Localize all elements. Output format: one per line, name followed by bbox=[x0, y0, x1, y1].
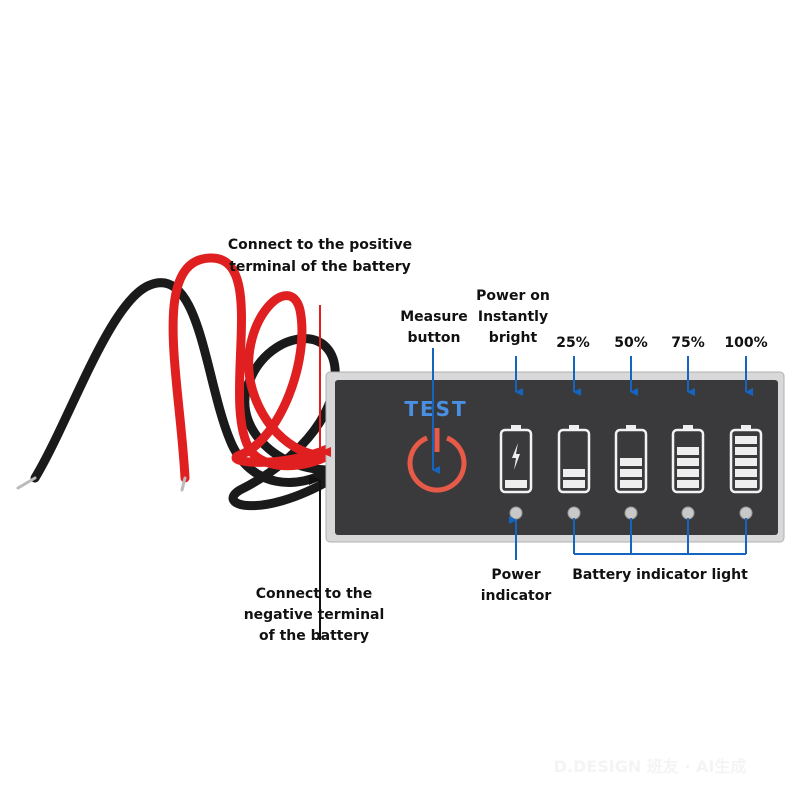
battery-segment bbox=[563, 469, 585, 477]
label-25: 25% bbox=[556, 335, 590, 351]
battery-segment bbox=[735, 447, 757, 455]
battery-cap bbox=[626, 425, 636, 429]
label-100: 100% bbox=[724, 335, 767, 351]
indicator-led bbox=[681, 506, 695, 520]
lightning-icon bbox=[512, 443, 520, 470]
measure-label-line1: Measure bbox=[400, 309, 468, 325]
battery-body bbox=[499, 428, 533, 494]
battery-icon-1 bbox=[499, 425, 533, 520]
measure-button[interactable] bbox=[407, 428, 467, 493]
battery-segment bbox=[677, 458, 699, 466]
battery-segment bbox=[677, 447, 699, 455]
red-wire-tip bbox=[180, 476, 187, 492]
battery-body bbox=[557, 428, 591, 494]
battery-segment bbox=[620, 469, 642, 477]
test-label: TEST bbox=[404, 397, 467, 421]
label-75: 75% bbox=[671, 335, 705, 351]
battery-segment bbox=[735, 436, 757, 444]
top-arrows bbox=[515, 356, 753, 396]
battery-icon-2 bbox=[557, 425, 591, 520]
battery-icon-3 bbox=[614, 425, 648, 520]
measure-label-line2: button bbox=[408, 330, 461, 346]
positive-label-line2: terminal of the battery bbox=[229, 259, 411, 275]
battery-indicator-bracket bbox=[573, 518, 747, 555]
battery-body bbox=[671, 428, 705, 494]
negative-label-line1: Connect to the bbox=[256, 586, 373, 602]
battery-indicator-label: Battery indicator light bbox=[572, 567, 748, 583]
positive-label-line1: Connect to the positive bbox=[228, 237, 412, 253]
battery-icons bbox=[499, 425, 763, 520]
indicator-led bbox=[509, 506, 523, 520]
battery-segment bbox=[735, 458, 757, 466]
power-on-label-line1: Power on bbox=[476, 288, 550, 304]
power-indicator-label-line2: indicator bbox=[481, 588, 552, 604]
battery-cap bbox=[511, 425, 521, 429]
battery-segment bbox=[620, 480, 642, 488]
red-wire bbox=[168, 253, 335, 483]
battery-segment bbox=[735, 480, 757, 488]
wires bbox=[16, 253, 345, 511]
battery-body bbox=[729, 428, 763, 494]
power-on-label-line3: bright bbox=[489, 330, 538, 346]
battery-segment bbox=[677, 480, 699, 488]
power-indicator-label-line1: Power bbox=[491, 567, 540, 583]
battery-segment bbox=[735, 469, 757, 477]
indicator-led bbox=[624, 506, 638, 520]
power-ring-icon bbox=[407, 435, 467, 493]
battery-icon-5 bbox=[729, 425, 763, 520]
negative-label-line3: of the battery bbox=[259, 628, 369, 644]
negative-label-line2: negative terminal bbox=[244, 607, 385, 623]
battery-cap bbox=[741, 425, 751, 429]
label-50: 50% bbox=[614, 335, 648, 351]
battery-segment bbox=[677, 469, 699, 477]
battery-segment bbox=[505, 480, 527, 488]
battery-segment bbox=[563, 480, 585, 488]
battery-cap bbox=[683, 425, 693, 429]
watermark: D.DESIGN 班友 · AI生成 bbox=[554, 757, 747, 776]
battery-cap bbox=[569, 425, 579, 429]
battery-segment bbox=[620, 458, 642, 466]
board-panel bbox=[335, 380, 778, 535]
black-wire-tip bbox=[16, 476, 37, 490]
indicator-led bbox=[567, 506, 581, 520]
battery-body bbox=[614, 428, 648, 494]
black-wire bbox=[30, 278, 345, 511]
power-on-label-line2: Instantly bbox=[478, 309, 548, 325]
indicator-led bbox=[739, 506, 753, 520]
